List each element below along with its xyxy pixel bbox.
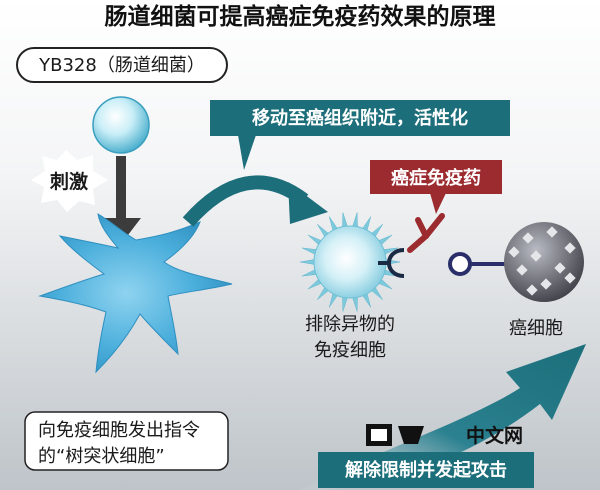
immune-cell-icon [299,212,401,312]
page-title: 肠道细菌可提高癌症免疫药效果的原理 [105,3,496,30]
cancer-cell-bump [564,272,576,284]
drug-banner [370,160,502,194]
cancer-cell-label: 癌细胞 [509,318,563,339]
cancer-cell-bump [516,264,528,276]
immune-cell-label-line-2: 免疫细胞 [314,340,386,361]
immune-cell-label-line-1: 排除异物的 [305,314,395,335]
drug-banner-pointer [430,193,446,214]
attack-arrow-icon [300,344,586,490]
cancer-cell-bump [522,232,534,244]
antibody-drug-icon [407,213,445,253]
move-arrow-icon [182,175,328,227]
move-banner-label: 移动至癌组织附近，活性化 [252,107,468,129]
bacteria-yb328-icon [92,96,150,154]
release-banner-label: 解除限制并发起攻击 [345,459,507,481]
dendritic-label-box [24,411,229,471]
cancer-cell-bump [564,242,576,254]
bacteria-label: YB328（肠道细菌） [38,55,205,76]
watermark-label: 中文网 [466,424,523,447]
cancer-cell-bump [508,246,520,258]
immune-receptor-icon [387,248,405,278]
drug-label: 癌症免疫药 [391,167,481,189]
cancer-cell-bump [554,262,566,274]
release-banner [318,452,534,488]
cancer-cell-bump [530,250,542,262]
dendritic-cell-icon [38,213,233,374]
move-banner-pointer [238,135,256,170]
stimulus-label: 刺激 [50,170,88,193]
bacteria-label-pill [16,47,228,83]
move-banner [210,100,510,136]
cancer-cell-icon [504,222,584,302]
stimulus-burst-icon [31,150,108,212]
cancer-cell-bump [546,226,558,238]
cancer-cell-bump [526,284,538,296]
dendritic-label-line-1: 向免疫细胞发出指令 [38,420,200,441]
dendritic-label-line-2: 的“树突状细胞” [38,446,165,467]
cancer-cell-bump [540,278,552,290]
cancer-ligand-icon [448,252,472,276]
watermark-logo: 中文网 [366,424,523,447]
